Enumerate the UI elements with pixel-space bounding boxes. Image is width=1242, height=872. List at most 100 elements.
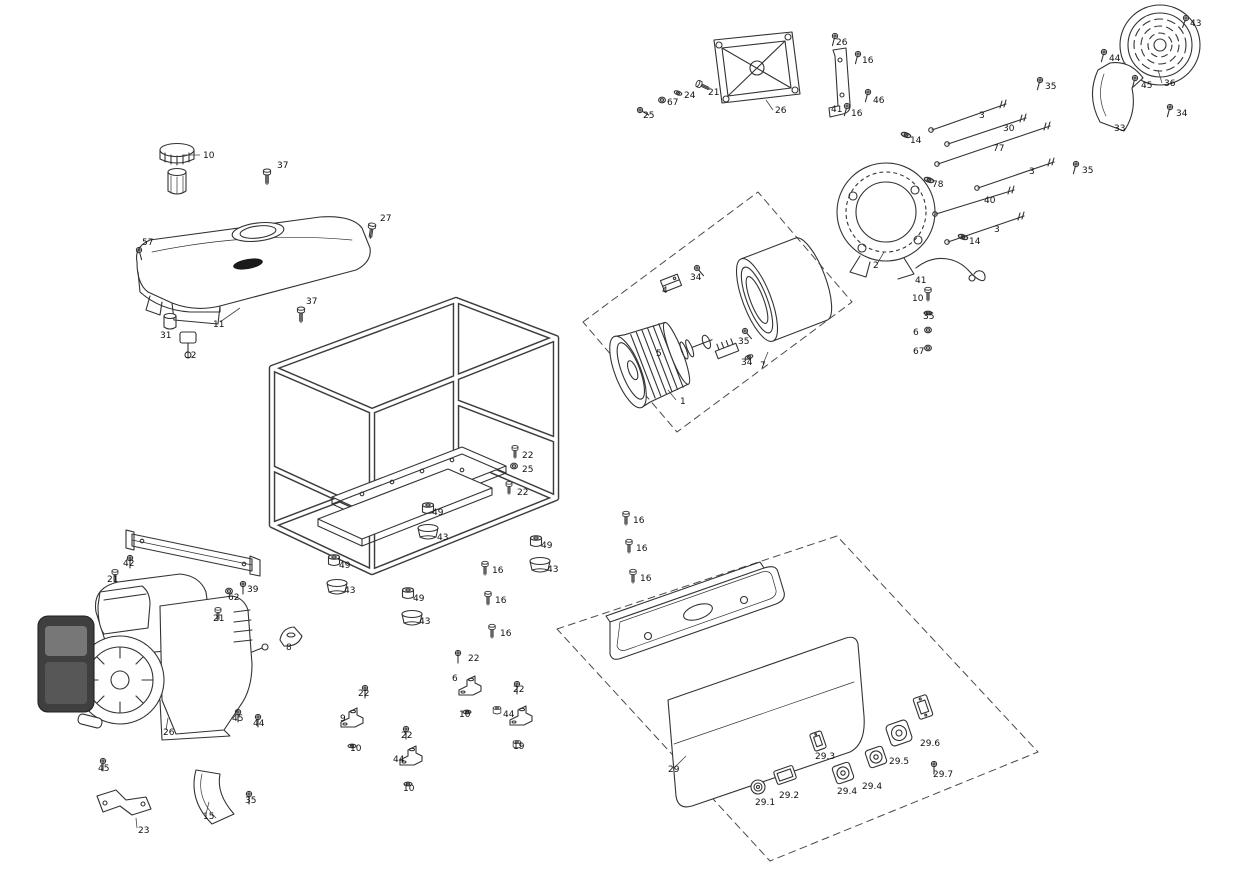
part-callout-6: 6: [913, 328, 919, 338]
screw-glyph: [1098, 48, 1108, 63]
part-callout-3: 3: [979, 111, 985, 121]
screw-glyph: [1034, 76, 1044, 91]
part-callout-45: 45: [1141, 81, 1152, 91]
fuel-valve: [179, 331, 197, 359]
bolt-glyph: [505, 481, 513, 495]
nut-glyph: [924, 344, 932, 352]
callout-leader-line: [205, 801, 210, 815]
part-callout-1: 1: [680, 397, 686, 407]
bolt-glyph: [625, 538, 633, 554]
engine: [37, 573, 269, 741]
part-callout-16: 16: [862, 56, 874, 66]
part-callout-77: 77: [993, 144, 1004, 154]
part-callout-29.6: 29.6: [920, 739, 940, 749]
part-callout-35: 35: [738, 337, 749, 347]
part-callout-29.2: 29.2: [779, 791, 799, 801]
through-bolts: [900, 99, 1055, 245]
part-callout-57: 57: [142, 238, 153, 248]
part-callout-34: 34: [1176, 109, 1188, 119]
bolt-glyph: [481, 560, 489, 576]
air-duct: [1091, 62, 1144, 132]
engine-assembly: [37, 529, 303, 825]
part-callout-3: 3: [994, 225, 1000, 235]
part-callout-45: 45: [98, 764, 109, 774]
bolt-glyph: [629, 568, 637, 584]
part-callout-10: 10: [350, 744, 362, 754]
bolt-glyph: [484, 590, 492, 606]
part-callout-39: 39: [247, 585, 259, 595]
stator: [735, 237, 833, 342]
fuel-filter: [163, 312, 177, 330]
bolt-glyph: [296, 306, 306, 324]
part-callout-43: 43: [547, 565, 558, 575]
part-callout-16: 16: [636, 544, 648, 554]
bolt-glyph: [366, 222, 377, 240]
screw-glyph: [1164, 103, 1174, 118]
part-callout-43: 43: [437, 533, 448, 543]
bushing-glyph: [401, 587, 415, 600]
part-callout-22: 22: [401, 731, 412, 741]
part-callout-44: 44: [253, 719, 265, 729]
part-callout-10: 10: [459, 710, 471, 720]
part-callout-21: 21: [708, 88, 719, 98]
support-strap: [828, 32, 872, 118]
pilot-light: [750, 779, 766, 795]
part-callout-49: 49: [541, 541, 553, 551]
mount-glyph: [458, 675, 482, 696]
part-callout-16: 16: [492, 566, 504, 576]
fuel-strainer: [167, 167, 187, 195]
ac-socket: [831, 761, 855, 785]
part-callout-26: 26: [836, 38, 848, 48]
part-callout-9: 9: [340, 714, 346, 724]
fuel-tank: [135, 216, 371, 325]
callout-leader-line: [165, 717, 169, 731]
fuel-tank-assembly: [135, 142, 377, 359]
part-callout-23: 23: [138, 826, 149, 836]
fuel-cap: [159, 142, 195, 166]
part-callout-35: 35: [923, 312, 934, 322]
part-callout-62: 62: [228, 593, 239, 603]
part-callout-41: 41: [831, 105, 842, 115]
part-callout-14: 14: [969, 237, 981, 247]
part-callout-33: 33: [1114, 124, 1125, 134]
part-callout-16: 16: [500, 629, 512, 639]
part-callout-22: 22: [513, 685, 524, 695]
part-callout-44: 44: [503, 710, 515, 720]
part-callout-22: 22: [522, 451, 533, 461]
part-callout-21: 21: [107, 575, 118, 585]
part-callout-10: 10: [203, 151, 215, 161]
part-callout-26: 26: [775, 106, 787, 116]
callout-leader-line: [135, 817, 138, 829]
part-callout-21: 21: [213, 614, 224, 624]
part-callout-44: 44: [393, 755, 405, 765]
part-callout-7: 7: [760, 361, 766, 371]
part-callout-42: 42: [123, 559, 134, 569]
screw-glyph: [862, 88, 872, 103]
rotor: [609, 321, 713, 409]
part-callout-29.3: 29.3: [815, 752, 835, 762]
frame: [268, 296, 560, 576]
part-callout-16: 16: [495, 596, 507, 606]
part-callout-49: 49: [339, 561, 351, 571]
part-callout-25: 25: [643, 111, 654, 121]
charge-wire: [915, 257, 986, 282]
part-callout-67: 67: [667, 98, 678, 108]
part-callout-24: 24: [684, 91, 696, 101]
part-callout-16: 16: [640, 574, 652, 584]
part-callout-8: 8: [286, 643, 292, 653]
part-callout-29.4: 29.4: [862, 782, 882, 792]
guard-plate: [193, 769, 235, 825]
part-callout-22: 22: [517, 488, 528, 498]
stator-bracket: [836, 162, 936, 280]
bolt-glyph: [511, 445, 519, 459]
part-callout-29.1: 29.1: [755, 798, 775, 808]
bolt-glyph: [488, 623, 496, 639]
bolt-glyph: [924, 286, 932, 302]
part-callout-35: 35: [245, 796, 256, 806]
part-callout-4: 4: [662, 286, 668, 296]
part-callout-6: 6: [452, 674, 458, 684]
callout-leader-line: [673, 755, 687, 769]
